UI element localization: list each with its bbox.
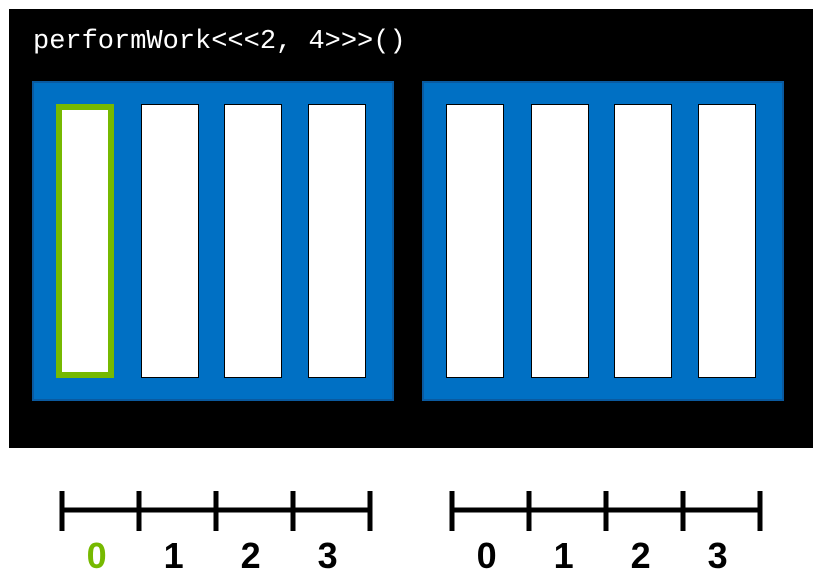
kernel-launch-title: performWork<<<2, 4>>>() <box>33 27 406 57</box>
thread-1-2 <box>614 104 672 378</box>
thread-index-label: 0 <box>477 535 497 576</box>
thread-0-1 <box>141 104 199 378</box>
thread-block-1 <box>422 81 784 401</box>
thread-0-0 <box>56 104 114 378</box>
thread-index-label: 3 <box>318 535 338 576</box>
thread-index-label: 2 <box>631 535 651 576</box>
thread-block-0 <box>32 81 394 401</box>
thread-0-3 <box>308 104 366 378</box>
thread-1-1 <box>531 104 589 378</box>
thread-index-label: 0 <box>87 535 107 576</box>
thread-index-label: 1 <box>164 535 184 576</box>
thread-1-3 <box>698 104 756 378</box>
thread-0-2 <box>224 104 282 378</box>
thread-index-label: 1 <box>554 535 574 576</box>
thread-index-label: 3 <box>708 535 728 576</box>
thread-1-0 <box>446 104 504 378</box>
thread-index-axes: 0 1 2 3 0 1 2 3 <box>59 491 763 576</box>
thread-index-label: 2 <box>241 535 261 576</box>
